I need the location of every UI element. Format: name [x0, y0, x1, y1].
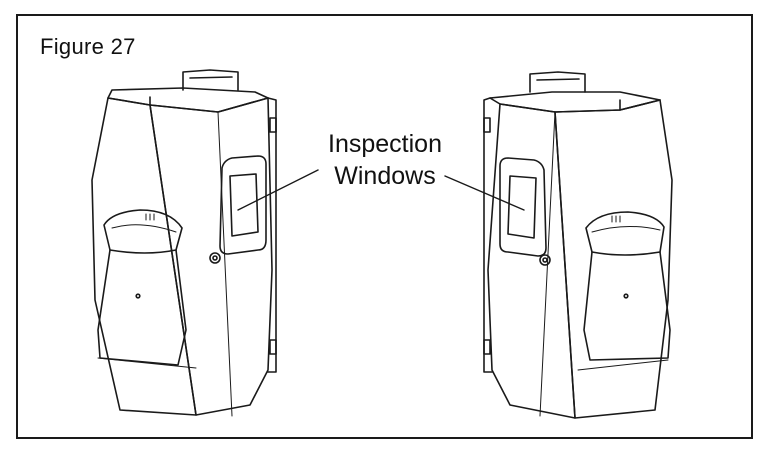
callout-label-line2: Windows: [334, 162, 436, 190]
callout-label-line1: Inspection: [328, 130, 442, 158]
left-enclosure-unit: [91, 69, 277, 417]
callout-leader-right: [444, 175, 525, 211]
figure-title: Figure 27: [40, 34, 136, 59]
right-enclosure-unit: [483, 71, 673, 419]
callout-leader-left: [237, 169, 319, 211]
